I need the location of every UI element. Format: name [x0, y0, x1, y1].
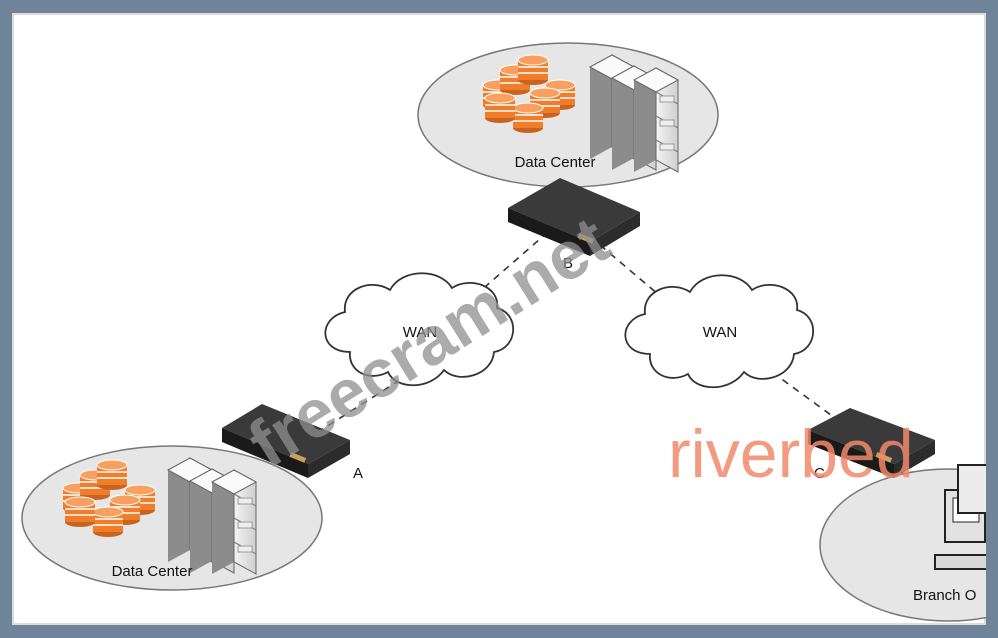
site-label: Branch O [913, 587, 976, 604]
riverbed-watermark: riverbed [668, 416, 914, 492]
site-label: Data Center [112, 563, 193, 580]
appliance-c: C [808, 408, 935, 482]
wan-cloud-left: WAN [324, 272, 515, 387]
appliance-b: B [508, 178, 640, 272]
network-diagram: Data Center Dat [21, 42, 986, 622]
workstation-icon [934, 464, 986, 570]
appliance-label: C [814, 465, 825, 482]
diagram-canvas: Data Center Dat [12, 13, 986, 625]
wan-cloud-right: WAN [624, 274, 815, 389]
wan-links [317, 231, 836, 433]
link-right-wan-to-c [771, 371, 836, 419]
appliance-label: A [353, 465, 363, 482]
site-left-datacenter: Data Center [21, 445, 323, 591]
site-label: Data Center [515, 154, 596, 171]
link-b-to-right-wan [599, 244, 666, 301]
appliance-label: B [563, 255, 573, 272]
site-branch: Branch O [819, 464, 986, 622]
link-b-to-left-wan [469, 231, 549, 301]
site-top-datacenter: Data Center [417, 42, 719, 188]
cloud-shape [324, 272, 515, 387]
appliance-a: A [222, 404, 363, 482]
freecram-watermark: freecram.net [236, 202, 622, 483]
cloud-label: WAN [703, 324, 737, 341]
cloud-label: WAN [403, 324, 437, 341]
cloud-shape [624, 274, 815, 389]
link-left-wan-to-a [317, 379, 401, 433]
